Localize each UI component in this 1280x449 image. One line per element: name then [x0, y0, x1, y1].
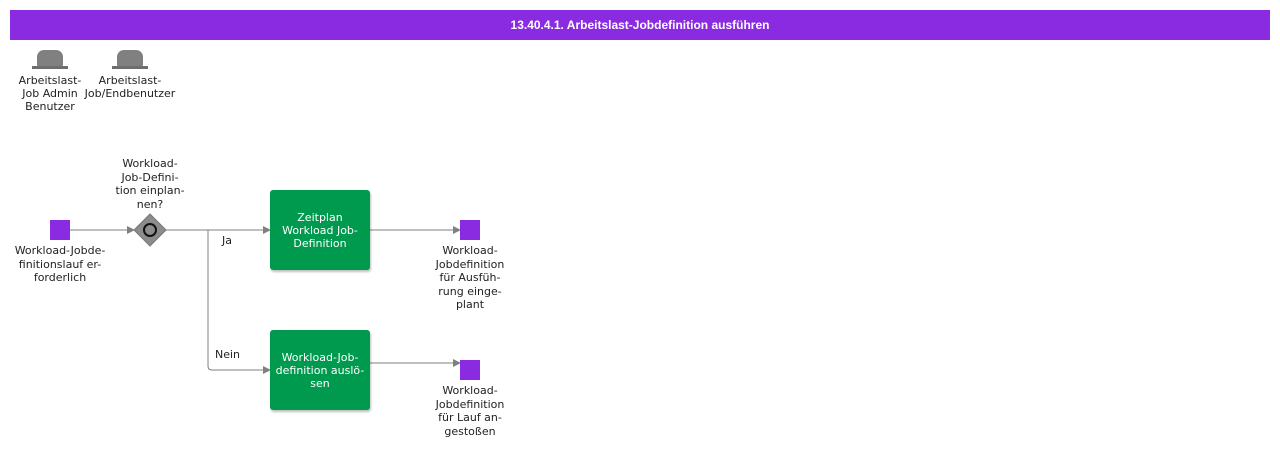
role-hat-icon	[32, 50, 68, 70]
end-event-scheduled	[460, 220, 480, 240]
branch-no-label: Nein	[215, 348, 241, 361]
branch-yes-label: Ja	[222, 234, 232, 247]
gateway-label: Workload- Job-Defini- tion einplan- nen?	[115, 157, 185, 211]
task-trigger-job-definition[interactable]: Workload-Job- definition auslö- sen	[270, 330, 370, 410]
end-event-triggered-label: Workload- Jobdefinition für Lauf an- ges…	[435, 384, 505, 438]
role-job-admin: Arbeitslast- Job Admin Benutzer	[0, 50, 100, 113]
task-schedule-job-definition[interactable]: Zeitplan Workload Job- Definition	[270, 190, 370, 270]
end-event-triggered	[460, 360, 480, 380]
diagram-title: 13.40.4.1. Arbeitslast-Jobdefinition aus…	[10, 10, 1270, 40]
start-event	[50, 220, 70, 240]
start-event-label: Workload-Jobde- finitionslauf er- forder…	[14, 244, 106, 284]
exclusive-gateway	[133, 213, 167, 247]
role-label: Arbeitslast- Job/Endbenutzer	[84, 74, 176, 100]
role-hat-icon	[112, 50, 148, 70]
role-label: Arbeitslast- Job Admin Benutzer	[18, 74, 82, 113]
end-event-scheduled-label: Workload- Jobdefinition für Ausfüh- rung…	[435, 244, 505, 311]
flow-gateway-to-task-2	[207, 230, 271, 374]
role-end-user: Arbeitslast- Job/Endbenutzer	[80, 50, 180, 100]
